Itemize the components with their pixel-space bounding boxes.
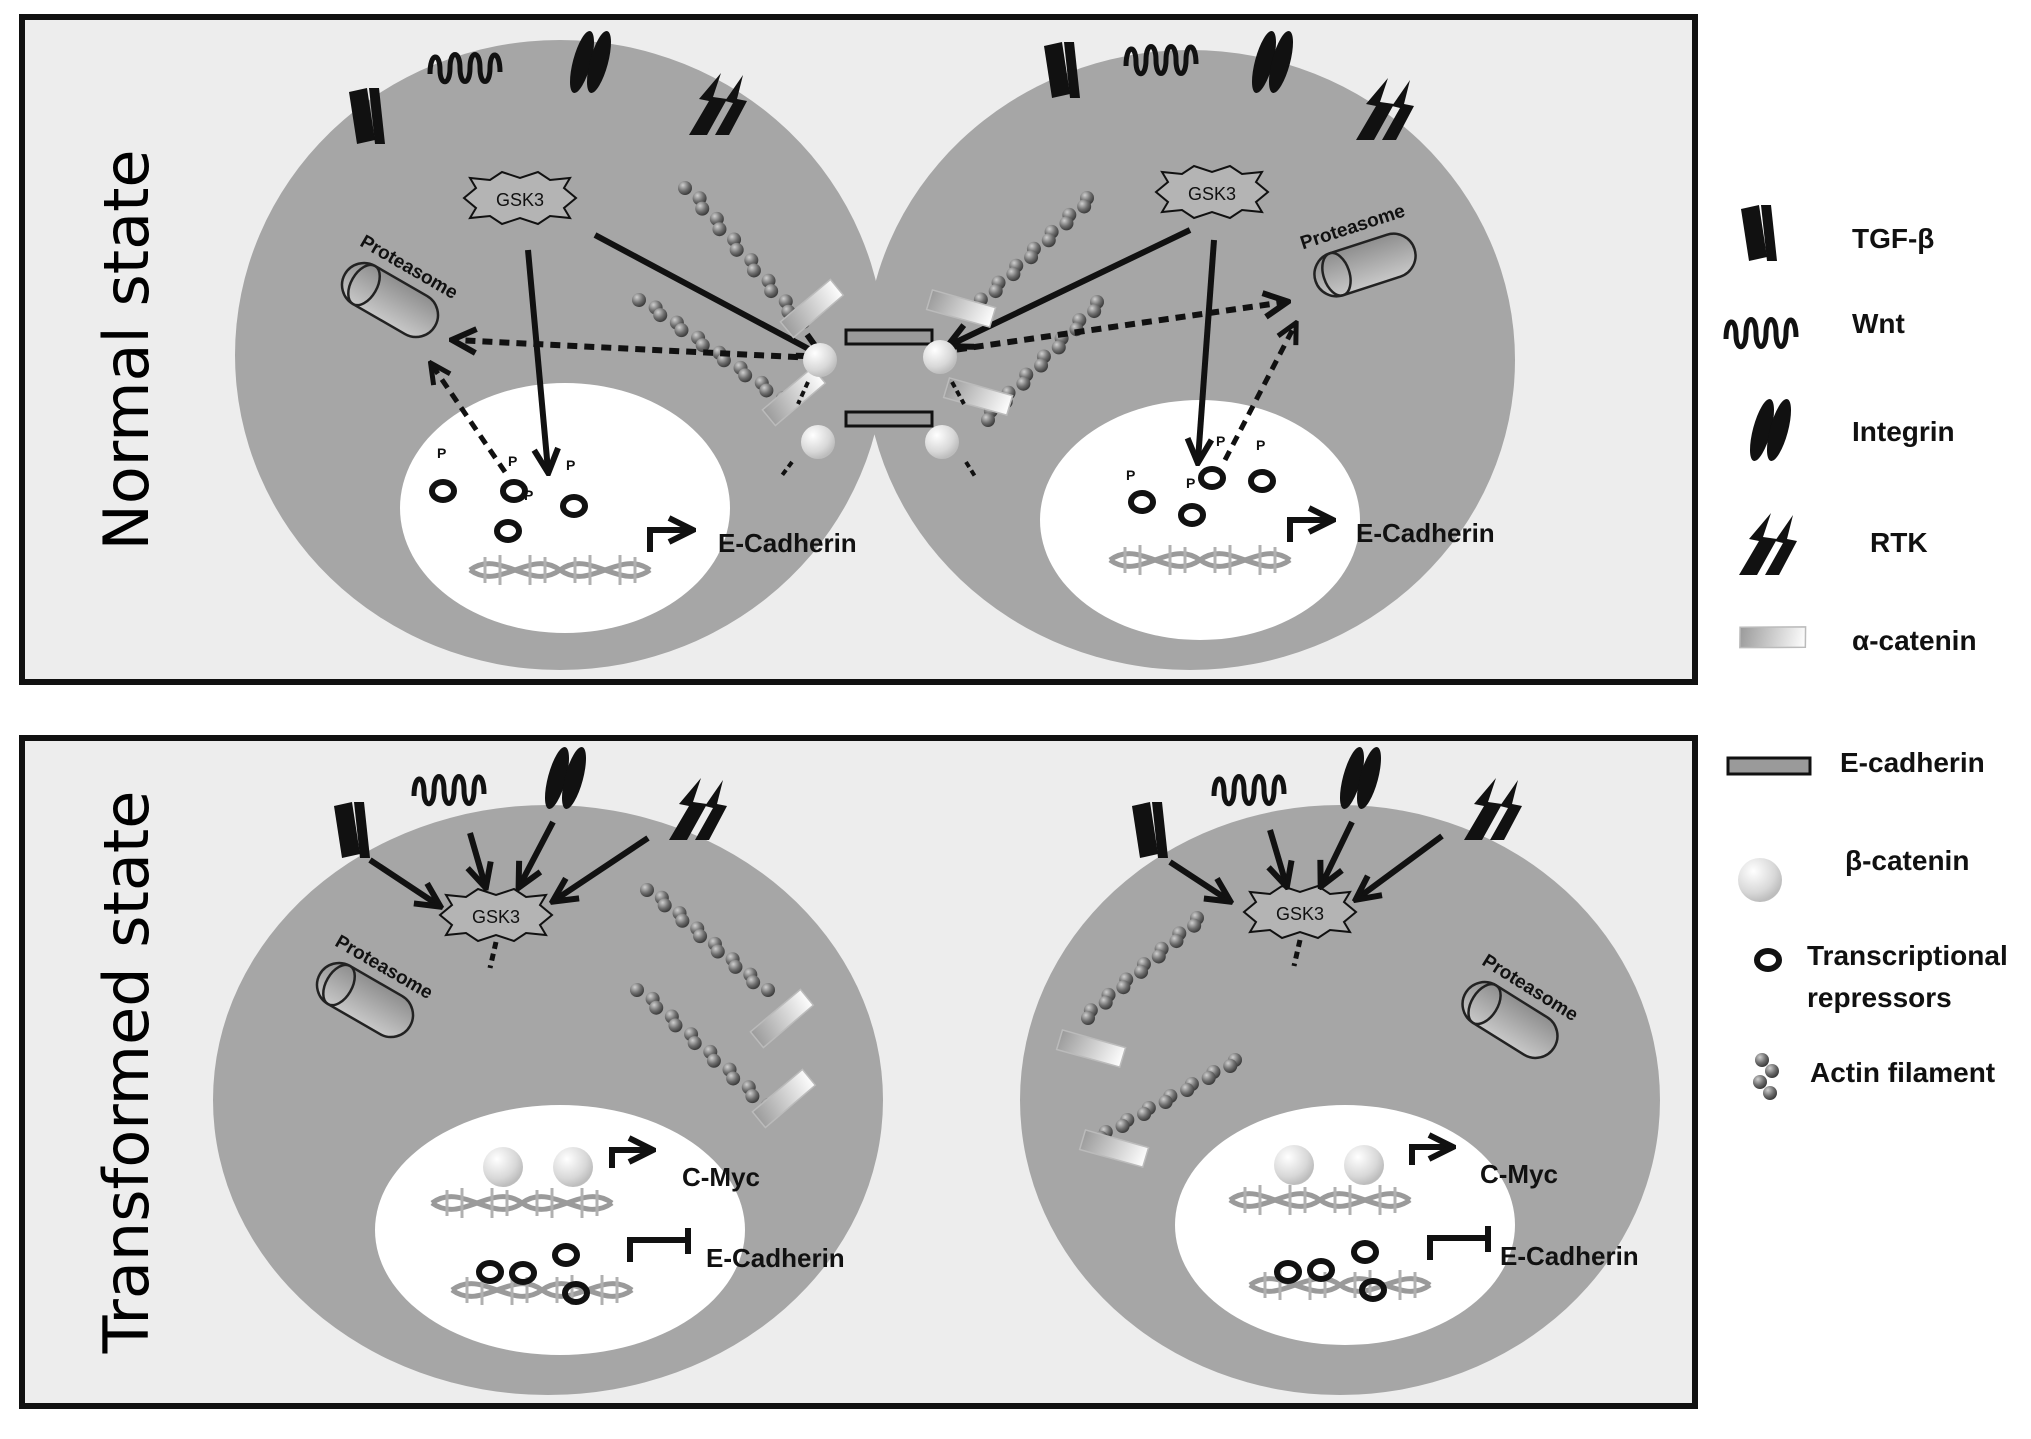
phosphorylated-repressors: P P P P <box>1126 433 1273 524</box>
svg-text:P: P <box>437 445 446 461</box>
gene-arrow-icon <box>609 1150 650 1168</box>
gsk3-inhibited-icon <box>1291 939 1303 967</box>
svg-text:β-catenin: β-catenin <box>1845 845 1969 876</box>
svg-text:E-cadherin: E-cadherin <box>1840 747 1985 778</box>
tgf-beta-signal-arrow <box>1168 859 1228 900</box>
legend-item-transcriptional-repressors: Transcriptional repressors <box>1757 940 2008 1013</box>
degradation-arrow <box>939 302 1285 355</box>
normal-state-label: Normal state <box>90 149 163 550</box>
gsk3-to-nucleus-arrow <box>525 249 548 470</box>
rtk-signal-arrow <box>1358 833 1444 898</box>
gene-arrow-icon <box>647 530 690 552</box>
normal-cell-right: E-Cadherin GSK3 Proteasome P P P P <box>865 50 1515 670</box>
repressed-gene-icon <box>627 1228 691 1262</box>
wnt-icon <box>1726 320 1796 347</box>
beta-catenin-icon <box>1738 858 1782 902</box>
e-cadherin-gene-label: E-Cadherin <box>706 1243 845 1273</box>
rtk-signal-arrow <box>555 835 650 900</box>
gsk3-to-junction-arrow <box>593 232 820 355</box>
gsk3-enzyme: GSK3 <box>1243 885 1357 939</box>
gene-arrow-icon <box>1287 520 1330 542</box>
e-cadherin-gene-label: E-Cadherin <box>718 528 857 558</box>
legend-item-tgf-beta: TGF-β <box>1741 205 1934 261</box>
legend: TGF-β Wnt Integrin RTK α-catenin E-cadhe… <box>1726 205 2008 1100</box>
actin-filament-icon <box>1753 1053 1779 1100</box>
e-cadherin-gene-label: E-Cadherin <box>1356 518 1495 548</box>
svg-text:Actin filament: Actin filament <box>1810 1057 1995 1088</box>
svg-text:P: P <box>508 453 517 469</box>
transformed-cell-right: C-Myc E-Cadherin GSK3 Proteasome <box>1020 805 1660 1395</box>
gsk3-enzyme: GSK3 <box>463 171 577 225</box>
svg-text:GSK3: GSK3 <box>496 190 544 210</box>
gsk3-enzyme: GSK3 <box>1155 165 1269 219</box>
cmyc-gene-label: C-Myc <box>682 1162 760 1192</box>
svg-text:P: P <box>1126 467 1135 483</box>
legend-item-e-cadherin: E-cadherin <box>1726 747 1985 778</box>
gene-arrow-icon <box>1409 1147 1450 1165</box>
svg-text:TGF-β: TGF-β <box>1852 223 1934 254</box>
wnt-signal-arrow <box>470 832 485 885</box>
svg-text:Wnt: Wnt <box>1852 308 1905 339</box>
transformed-cell-left: C-Myc E-Cadherin GSK3 Proteasome <box>213 805 883 1395</box>
adherens-junctions <box>755 276 1017 480</box>
repressor-degradation-arrow <box>432 365 508 474</box>
phosphorylated-repressors: P P P P <box>432 445 585 540</box>
svg-text:P: P <box>1256 437 1265 453</box>
svg-text:α-catenin: α-catenin <box>1852 625 1977 656</box>
legend-item-integrin: Integrin <box>1745 396 1955 464</box>
transcriptional-repressor-icon <box>1757 951 1779 969</box>
svg-text:GSK3: GSK3 <box>1188 184 1236 204</box>
normal-cell-left: E-Cadherin GSK3 Proteasome P P P P <box>235 40 885 670</box>
svg-text:GSK3: GSK3 <box>472 907 520 927</box>
legend-item-beta-catenin: β-catenin <box>1738 845 1969 902</box>
e-cadherin-icon <box>1726 756 1812 776</box>
tgf-beta-signal-arrow <box>368 857 438 905</box>
svg-text:P: P <box>1216 433 1225 449</box>
svg-text:Integrin: Integrin <box>1852 416 1955 447</box>
tgf-beta-icon <box>1741 205 1777 261</box>
gsk3-inhibited-icon <box>487 941 499 969</box>
wnt-signal-arrow <box>1270 829 1286 884</box>
svg-text:P: P <box>524 487 533 503</box>
degradation-arrow <box>455 340 816 361</box>
integrin-signal-arrow <box>1322 820 1355 884</box>
gsk3-enzyme: GSK3 <box>439 888 553 942</box>
rtk-icon <box>1739 513 1797 575</box>
integrin-signal-arrow <box>520 820 556 885</box>
svg-text:P: P <box>1186 475 1195 491</box>
svg-text:GSK3: GSK3 <box>1276 904 1324 924</box>
svg-text:repressors: repressors <box>1807 982 1952 1013</box>
nucleus <box>1175 1105 1515 1345</box>
gsk3-to-nucleus-arrow <box>1198 239 1217 460</box>
normal-state-panel: Normal state E-Cadherin GSK3 Proteasome … <box>19 14 1698 685</box>
svg-text:P: P <box>566 457 575 473</box>
legend-item-wnt: Wnt <box>1726 308 1905 347</box>
svg-text:RTK: RTK <box>1870 527 1928 558</box>
legend-item-alpha-catenin: α-catenin <box>1735 612 1977 662</box>
repressor-degradation-arrow <box>1222 325 1295 462</box>
legend-item-rtk: RTK <box>1739 513 1928 575</box>
legend-item-actin-filament: Actin filament <box>1753 1053 1995 1100</box>
cmyc-gene-label: C-Myc <box>1480 1159 1558 1189</box>
svg-text:Transcriptional: Transcriptional <box>1807 940 2008 971</box>
e-cadherin-gene-label: E-Cadherin <box>1500 1241 1639 1271</box>
transformed-state-label: Transformed state <box>90 791 163 1355</box>
transformed-state-panel: Transformed state C-Myc E-Cadherin GSK3 … <box>19 735 1698 1409</box>
alpha-catenin-icon <box>1735 612 1811 662</box>
repressed-gene-icon <box>1427 1226 1491 1260</box>
integrin-icon <box>1745 396 1796 464</box>
